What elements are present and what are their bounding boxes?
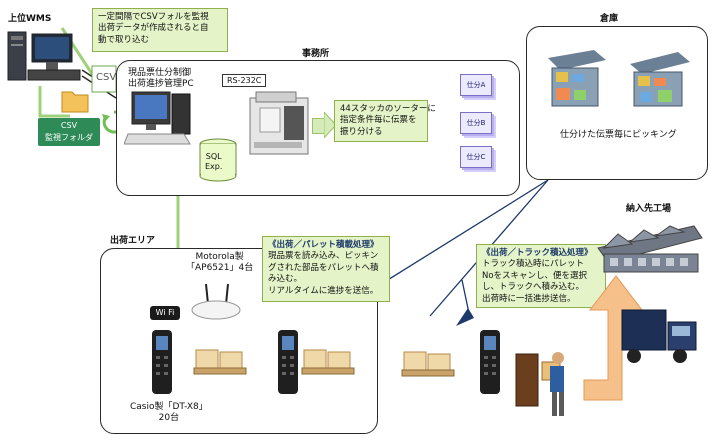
- delivery-arrow: [583, 275, 644, 401]
- office-label: 事務所: [302, 49, 330, 59]
- warehouse-shelf-icon-left: [548, 50, 606, 107]
- handheld-scanner-icon: [480, 330, 500, 394]
- rs232c-label: RS-232C: [222, 74, 267, 87]
- access-point-icon: [191, 283, 241, 320]
- csv-document-icon: [91, 65, 117, 93]
- customer-factory-label: 納入先工場: [626, 204, 672, 214]
- warehouse-caption: 仕分けた伝票毎にピッキング: [560, 130, 677, 140]
- sorter-machine-icon: [249, 91, 309, 155]
- pc-icon: [124, 91, 191, 145]
- truck-note: 《出荷／トラック積込処理》 トラック積込時にパレット Noをスキャンし、便を選択…: [476, 244, 606, 308]
- warehouse-shelf-icon-right: [630, 52, 690, 107]
- factory-icon: [597, 225, 703, 273]
- truck-icon: [621, 309, 697, 363]
- sql-label: SQL Exp.: [205, 152, 223, 171]
- wms-label: 上位WMS: [8, 14, 52, 24]
- sql-database-icon: [199, 138, 237, 182]
- shipping-area-label: 出荷エリア: [110, 236, 156, 246]
- handheld-scanner-icon: [278, 330, 298, 394]
- csv-doc-label: CSV: [96, 72, 117, 83]
- truck-loading-icon: [515, 352, 564, 416]
- csv-folder-badge: CSV 監視フォルダ: [38, 118, 100, 146]
- server-icon: [7, 31, 81, 81]
- pallet-icon: [401, 351, 455, 377]
- slip-b: 仕分B: [460, 112, 492, 134]
- slip-c: 仕分C: [460, 146, 492, 168]
- sorter-note: 44スタッカのソーターに 指定条件毎に伝票を 振り分ける: [334, 100, 436, 142]
- wms-note: 一定間隔でCSVフォルを監視 出荷データが作成されると自 動で取り込む: [92, 8, 228, 52]
- pallet-icon: [301, 349, 355, 375]
- pallet-note: 《出荷／パレット積載処理》 現品票を読み込み、ピッキン グされた部品をパレットへ…: [262, 236, 390, 302]
- motorola-label: Motorola製 「AP6521」4台: [186, 252, 254, 274]
- pc-label: 現品票仕分制御 出荷進捗管理PC: [128, 68, 194, 89]
- wifi-badge: Wi Fi: [150, 306, 180, 320]
- folder-icon: [61, 91, 89, 113]
- handheld-scanner-icon: [152, 330, 172, 394]
- slip-a: 仕分A: [460, 74, 492, 96]
- warehouse-label: 倉庫: [600, 14, 619, 24]
- sorter-arrow-head: [324, 112, 336, 138]
- pallet-icon: [193, 349, 247, 375]
- casio-label: Casio製「DT-X8」 20台: [130, 402, 208, 424]
